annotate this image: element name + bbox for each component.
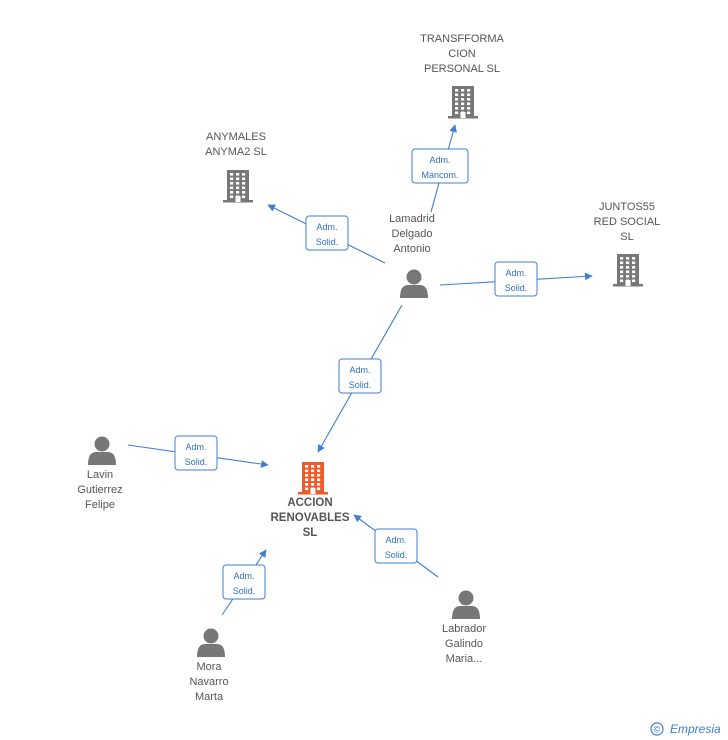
edge-label-text: Solid. <box>505 283 528 293</box>
edge-label-text: Solid. <box>185 457 208 467</box>
company-label: RENOVABLES <box>270 512 349 524</box>
company-node-accion[interactable]: ACCION RENOVABLES SL <box>270 462 350 539</box>
edge-label-box[interactable] <box>374 528 418 564</box>
edge-mora-accion: Adm. Solid. <box>221 549 267 616</box>
edge-label-box[interactable] <box>494 261 538 297</box>
person-icon[interactable] <box>452 590 480 620</box>
person-label: Gutierrez <box>77 484 122 496</box>
company-label: PERSONAL SL <box>424 63 500 75</box>
company-label: RED SOCIAL <box>594 216 661 228</box>
edge-lamadrid-anymales: Adm. Solid. <box>267 204 386 264</box>
company-node-anymales[interactable]: ANYMALES ANYMA2 SL <box>205 131 267 203</box>
edge-label-box[interactable] <box>174 435 218 471</box>
company-label: SL <box>620 231 633 243</box>
company-node-transf[interactable]: TRANSFFORMA CION PERSONAL SL <box>420 33 505 119</box>
edge-label-text: Solid. <box>349 380 372 390</box>
edge-label-box[interactable] <box>411 148 469 184</box>
person-label: Galindo <box>445 638 483 650</box>
nodes-layer: ACCION RENOVABLES SL TRANSFFORMA CION PERSONA… <box>77 33 660 703</box>
person-label: Felipe <box>85 499 115 511</box>
edge-label-text: Solid. <box>233 586 256 596</box>
person-icon[interactable] <box>88 436 116 466</box>
edge-label-text: Adm. <box>505 268 526 278</box>
edge-label-box[interactable] <box>222 564 266 600</box>
edge-labrador-accion: Adm. Solid. <box>353 514 439 578</box>
person-label: Antonio <box>393 243 430 255</box>
brand-logo-text: Empresia <box>670 722 721 736</box>
person-label: Maria... <box>446 653 483 665</box>
person-label: Navarro <box>189 676 228 688</box>
person-node-labrador[interactable]: LabradorGalindoMaria... <box>442 590 486 666</box>
person-label: Marta <box>195 691 224 703</box>
company-label: TRANSFFORMA <box>420 33 504 45</box>
edge-label-text: Mancom. <box>421 170 458 180</box>
company-label: ANYMA2 SL <box>205 146 267 158</box>
person-label: Delgado <box>392 228 433 240</box>
building-icon[interactable] <box>448 86 478 119</box>
edge-label-text: Solid. <box>385 550 408 560</box>
person-icon[interactable] <box>197 628 225 658</box>
copyright-icon <box>650 722 664 736</box>
company-label: ACCION <box>287 497 332 509</box>
company-label: JUNTOS55 <box>599 201 655 213</box>
person-icon[interactable] <box>400 269 428 299</box>
copyright-symbol: © <box>654 725 661 735</box>
building-icon[interactable] <box>223 170 253 203</box>
edge-label-text: Adm. <box>349 365 370 375</box>
building-icon[interactable] <box>613 254 643 287</box>
edge-label-text: Adm. <box>429 155 450 165</box>
watermark: © Empresia <box>650 722 721 736</box>
person-label: Labrador <box>442 623 486 635</box>
person-label: Lavin <box>87 469 113 481</box>
company-label: CION <box>448 48 476 60</box>
person-label: Lamadrid <box>389 213 435 225</box>
edge-label-text: Solid. <box>316 237 339 247</box>
edges-layer: Adm. Mancom. Adm. Solid. Adm. Solid. Adm. Solid… <box>127 124 593 616</box>
edge-label-box[interactable] <box>305 215 349 251</box>
edge-lamadrid-juntos: Adm. Solid. <box>439 261 593 297</box>
edge-label-text: Adm. <box>233 571 254 581</box>
edge-lamadrid-accion: Adm. Solid. <box>317 304 403 453</box>
edge-label-text: Adm. <box>316 222 337 232</box>
edge-lavin-accion: Adm. Solid. <box>127 435 269 471</box>
company-label: ANYMALES <box>206 131 266 143</box>
person-label: Mora <box>196 661 222 673</box>
company-label: SL <box>303 527 318 539</box>
building-icon[interactable] <box>298 462 328 495</box>
edge-lamadrid-transf: Adm. Mancom. <box>411 124 469 213</box>
edge-label-box[interactable] <box>338 358 382 394</box>
edge-label-text: Adm. <box>385 535 406 545</box>
edge-label-text: Adm. <box>185 442 206 452</box>
